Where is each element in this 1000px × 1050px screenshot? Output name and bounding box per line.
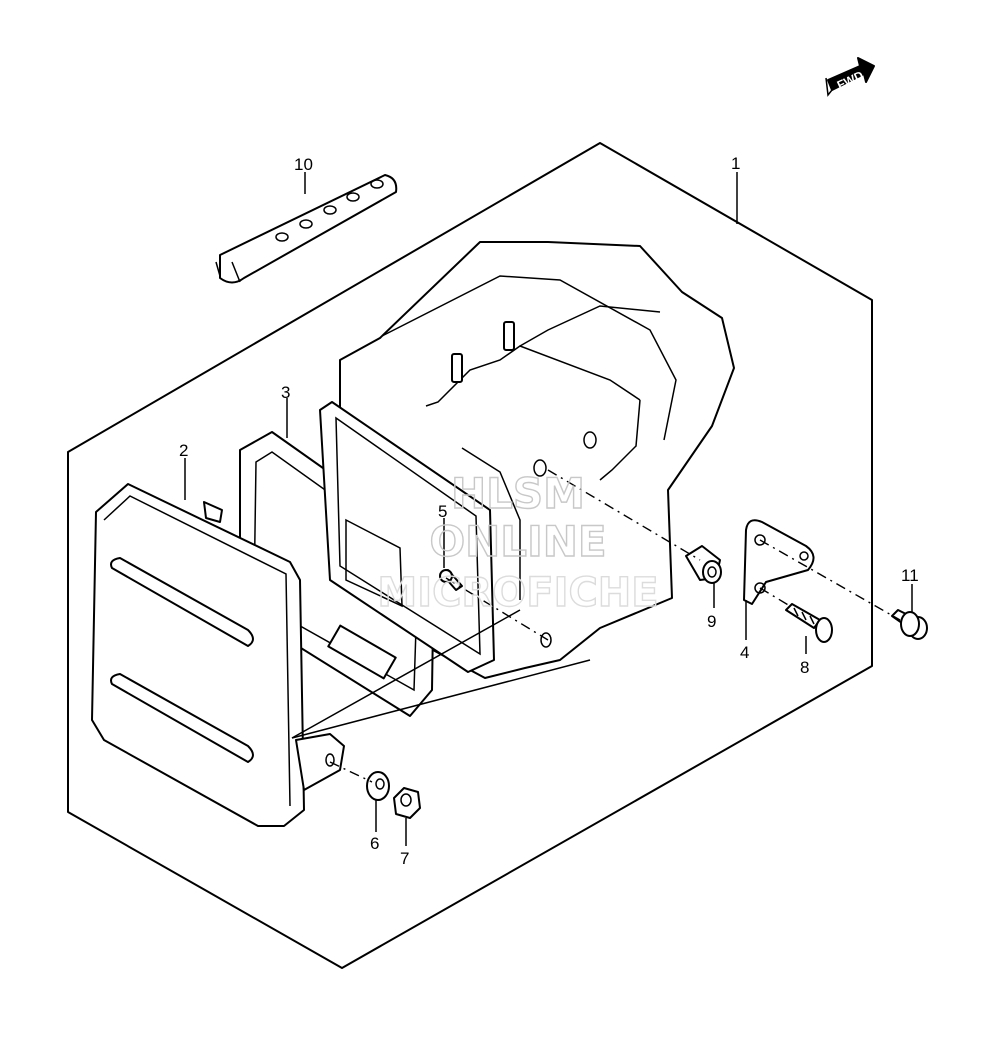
- leader-lines: [184, 172, 913, 846]
- part-4-bracket: [743, 519, 815, 605]
- callout-2: 2: [179, 441, 188, 460]
- assembly-outline: [67, 142, 873, 969]
- part-5-screw: [439, 569, 463, 591]
- callout-8: 8: [800, 658, 809, 677]
- part-11-bolt: [891, 609, 928, 640]
- part-8-screw: [785, 603, 833, 643]
- part-2-lens: [91, 483, 345, 827]
- part-3-gasket: [239, 401, 495, 717]
- callout-1: 1: [731, 154, 740, 173]
- callout-7: 7: [400, 849, 409, 868]
- fwd-arrow-icon: FWD: [825, 57, 875, 97]
- watermark-line-3: MICROFICHE: [377, 570, 658, 616]
- watermark-line-2: ONLINE: [429, 517, 606, 566]
- callout-5: 5: [438, 502, 447, 521]
- part-9-grommet: [685, 545, 722, 584]
- part-10-bracket: [215, 174, 398, 284]
- watermark: HLSM ONLINE MICROFICHE: [377, 468, 660, 616]
- watermark-line-1: HLSM: [451, 469, 585, 518]
- callouts: 1 2 3 4 5 6 7 8 9 10 11: [179, 154, 919, 868]
- callout-10: 10: [294, 155, 313, 174]
- callout-4: 4: [740, 643, 749, 662]
- callout-9: 9: [707, 612, 716, 631]
- part-6-washer: [366, 771, 390, 801]
- fwd-label: FWD: [835, 68, 866, 92]
- callout-11: 11: [901, 566, 919, 585]
- callout-3: 3: [281, 383, 290, 402]
- part-7-nut: [393, 787, 421, 819]
- assembly-lines: [291, 469, 901, 783]
- callout-6: 6: [370, 834, 379, 853]
